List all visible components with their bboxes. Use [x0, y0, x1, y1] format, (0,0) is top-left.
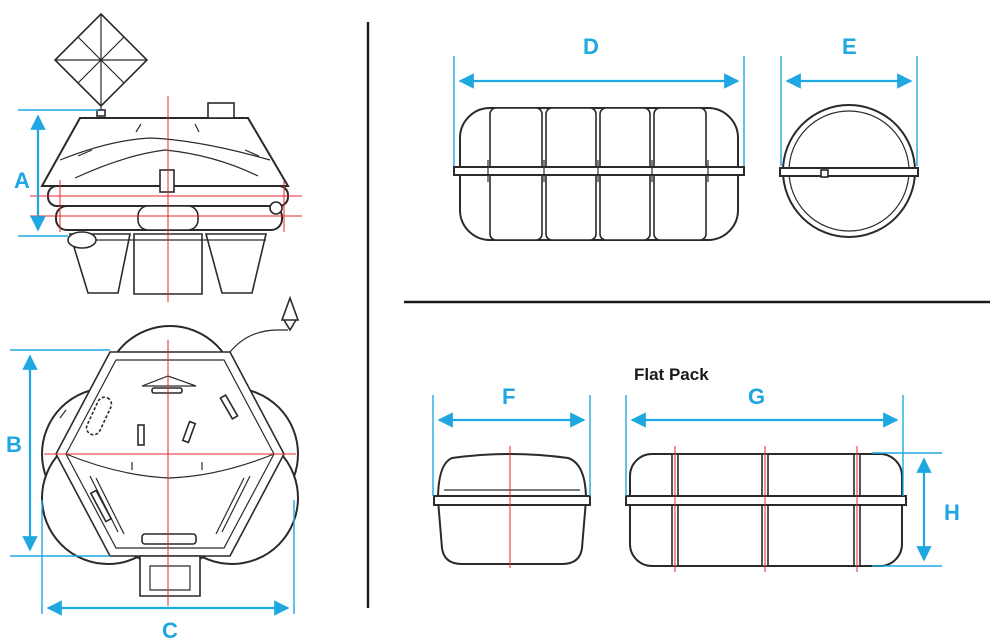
flat-pack-side-view [625, 446, 907, 572]
raft-side-view [30, 12, 302, 302]
left-fitting [67, 231, 97, 249]
label-H: H [944, 500, 960, 525]
label-A: A [14, 168, 30, 193]
dimension-C: C [41, 500, 295, 643]
canister-end-view [779, 104, 919, 238]
dimension-E: E [780, 34, 918, 166]
dimension-H: H [872, 452, 960, 567]
radar-reflector [53, 12, 149, 117]
dimension-G: G [625, 384, 904, 496]
right-fitting [269, 201, 283, 215]
label-C: C [162, 618, 178, 643]
dimension-D: D [453, 34, 745, 166]
canopy [40, 117, 290, 187]
flat-pack-end-view [433, 446, 591, 568]
dimension-B: B [6, 349, 110, 557]
label-D: D [583, 34, 599, 59]
label-G: G [748, 384, 765, 409]
label-B: B [6, 432, 22, 457]
label-E: E [842, 34, 857, 59]
dimension-A: A [14, 109, 98, 237]
flat-pack-caption: Flat Pack [634, 365, 709, 384]
dimension-F: F [432, 384, 591, 496]
raft-top-view [41, 295, 300, 606]
canopy-light [207, 102, 235, 119]
label-F: F [502, 384, 515, 409]
canister-side-view [453, 107, 745, 241]
